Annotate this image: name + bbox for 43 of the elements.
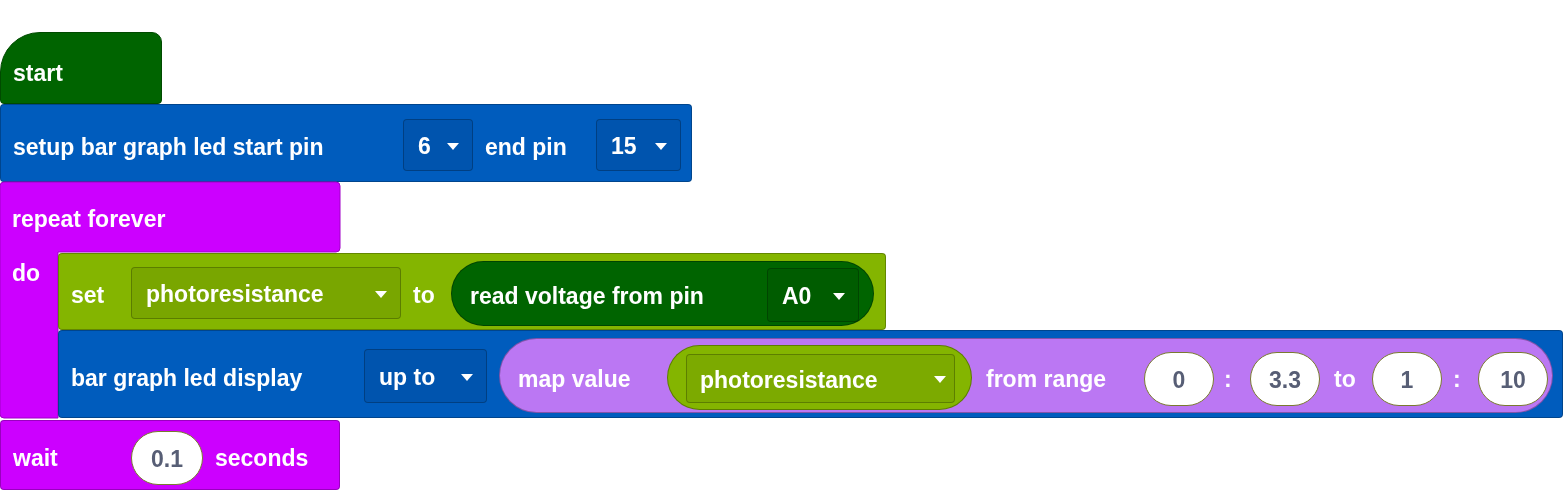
code-block	[0, 420, 340, 490]
variable-name: photoresistance	[700, 365, 878, 394]
dropdown-value: 15	[611, 132, 637, 160]
number-field	[1372, 352, 1442, 406]
dropdown-value: photoresistance	[146, 280, 324, 308]
dropdown-field	[364, 349, 487, 403]
block-label: end pin	[485, 133, 567, 161]
dropdown-field	[596, 119, 681, 171]
number-field	[131, 431, 203, 485]
block-label: repeat forever	[12, 205, 166, 233]
code-block	[58, 330, 1563, 418]
dropdown-field	[403, 119, 473, 171]
loop-block	[0, 182, 340, 420]
block-label: start	[13, 59, 63, 87]
number-value: 1	[1399, 366, 1415, 394]
number-field	[1144, 352, 1214, 406]
block-label: :	[1224, 365, 1232, 393]
number-field	[1250, 352, 1320, 406]
dropdown-field	[767, 268, 859, 322]
block-label: map value	[518, 365, 631, 393]
block-label: wait	[13, 444, 58, 472]
number-field	[1478, 352, 1548, 406]
dropdown-value: up to	[379, 363, 436, 391]
block-label: from range	[986, 365, 1107, 393]
start-block	[0, 32, 162, 104]
block-label: do	[12, 259, 41, 287]
block-label: set	[71, 281, 105, 309]
block-label: read voltage from pin	[470, 282, 704, 310]
dropdown-value: A0	[782, 282, 812, 310]
block-label: seconds	[215, 444, 309, 472]
block-label: bar graph led display	[71, 364, 303, 392]
code-block	[0, 104, 692, 182]
number-value: 10	[1499, 366, 1527, 394]
number-value: 0.1	[150, 445, 184, 473]
number-value: 3.3	[1268, 366, 1302, 394]
dropdown-value: 6	[418, 132, 431, 160]
block-label: to	[413, 281, 435, 309]
block-label: to	[1334, 365, 1356, 393]
number-value: 0	[1171, 366, 1187, 394]
dropdown-field	[131, 267, 401, 319]
block-label: setup bar graph led start pin	[13, 133, 324, 161]
code-block	[58, 253, 886, 330]
block-label: :	[1453, 365, 1461, 393]
